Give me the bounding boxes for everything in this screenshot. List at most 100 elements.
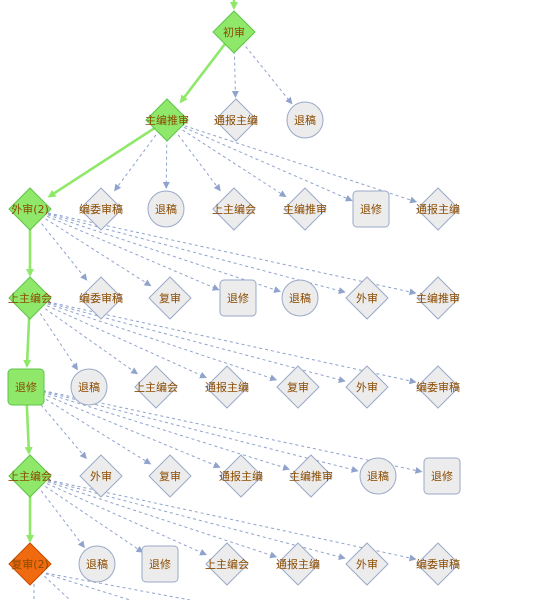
node-label: 上主编会 [212, 202, 256, 216]
node-n5d[interactable]: 复审 [276, 365, 320, 409]
node-diamond-shape [416, 187, 460, 231]
node-diamond-shape [345, 276, 389, 320]
node-n7e[interactable]: 外审 [345, 542, 389, 586]
node-diamond-shape [79, 454, 123, 498]
node-n5b[interactable]: 上主编会 [134, 365, 178, 409]
node-n6f[interactable]: 退修 [423, 457, 461, 495]
node-n1[interactable]: 初审 [212, 10, 256, 54]
node-label: 复审 [159, 469, 181, 483]
node-diamond-shape [212, 10, 256, 54]
node-n2[interactable]: 主编推审 [145, 98, 189, 142]
node-label: 编委审稿 [79, 291, 123, 305]
node-diamond-shape [148, 454, 192, 498]
option-edge-n4-n5e [42, 300, 346, 383]
node-n5c[interactable]: 通报主编 [205, 365, 249, 409]
node-n5a[interactable]: 退稿 [70, 368, 108, 406]
node-diamond-shape [145, 98, 189, 142]
option-edge-n6-n7e [42, 478, 346, 561]
node-diamond-shape [289, 454, 333, 498]
node-label: 复审(2) [11, 557, 49, 571]
node-n3d[interactable]: 主编推审 [283, 187, 327, 231]
node-n3b[interactable]: 退稿 [147, 190, 185, 228]
node-rect-shape [219, 279, 257, 317]
nodes-layer: 初审主编推审通报主编退稿外审(2)编委审稿退稿上主编会主编推审退修通报主编上主编… [7, 10, 461, 586]
node-n4b[interactable]: 复审 [148, 276, 192, 320]
node-rect-shape [423, 457, 461, 495]
node-n6b[interactable]: 复审 [148, 454, 192, 498]
node-label: 通报主编 [205, 380, 249, 394]
node-label: 复审 [287, 380, 309, 394]
node-n4c[interactable]: 退修 [219, 279, 257, 317]
node-n6d[interactable]: 主编推审 [289, 454, 333, 498]
node-diamond-shape [416, 365, 460, 409]
node-label: 外审 [356, 557, 378, 571]
node-label: 退修 [431, 469, 453, 483]
option-edge-n6-n7b [40, 482, 144, 553]
node-n7b[interactable]: 退修 [141, 545, 179, 583]
node-n6a[interactable]: 外审 [79, 454, 123, 498]
node-circle-shape [286, 101, 324, 139]
node-diamond-shape [345, 542, 389, 586]
node-n6e[interactable]: 退稿 [359, 457, 397, 495]
node-n2b[interactable]: 退稿 [286, 101, 324, 139]
node-label: 编委审稿 [79, 202, 123, 216]
node-label: 上主编会 [205, 557, 249, 571]
option-edge-n2-n3c [174, 129, 221, 192]
node-label: 退稿 [78, 380, 100, 394]
option-edge-offscreen [39, 571, 191, 600]
node-circle-shape [78, 545, 116, 583]
node-diamond-shape [416, 542, 460, 586]
option-edge-n3-n4e [42, 211, 346, 294]
node-label: 复审 [159, 291, 181, 305]
node-label: 通报主编 [214, 113, 258, 127]
node-n6c[interactable]: 通报主编 [219, 454, 263, 498]
node-n5e[interactable]: 外审 [345, 365, 389, 409]
node-label: 通报主编 [276, 557, 320, 571]
option-edge-n4-n5c [41, 302, 207, 379]
node-n6[interactable]: 上主编会 [8, 454, 52, 498]
option-edge-n1-n2b [241, 41, 293, 105]
node-n3c[interactable]: 上主编会 [212, 187, 256, 231]
node-n5[interactable]: 退修 [7, 368, 45, 406]
node-label: 编委审稿 [416, 557, 460, 571]
option-edge-n6-n7d [41, 479, 278, 559]
node-diamond-shape [416, 276, 460, 320]
node-n7[interactable]: 复审(2) [8, 542, 52, 586]
node-diamond-shape [134, 365, 178, 409]
option-edge-n5-n6a [32, 395, 87, 460]
node-label: 退稿 [294, 113, 316, 127]
node-n4f[interactable]: 主编推审 [416, 276, 460, 320]
flow-edge-n5-n6 [24, 398, 33, 456]
node-n2a[interactable]: 通报主编 [214, 98, 258, 142]
option-edge-n5-n6c [36, 390, 221, 469]
option-edge-n2-n3a [114, 129, 160, 192]
node-n7c[interactable]: 上主编会 [205, 542, 249, 586]
node-circle-shape [70, 368, 108, 406]
node-n4e[interactable]: 外审 [345, 276, 389, 320]
node-diamond-shape [214, 98, 258, 142]
node-n3a[interactable]: 编委审稿 [79, 187, 123, 231]
node-diamond-shape [8, 542, 52, 586]
node-n3f[interactable]: 通报主编 [416, 187, 460, 231]
node-n7a[interactable]: 退稿 [78, 545, 116, 583]
node-n4[interactable]: 上主编会 [8, 276, 52, 320]
node-n4d[interactable]: 退稿 [281, 279, 319, 317]
node-label: 外审 [356, 380, 378, 394]
node-n7d[interactable]: 通报主编 [276, 542, 320, 586]
node-n3e[interactable]: 退修 [352, 190, 390, 228]
node-diamond-shape [205, 365, 249, 409]
node-n7f[interactable]: 编委审稿 [416, 542, 460, 586]
node-circle-shape [147, 190, 185, 228]
option-edge-n3-n4f [42, 211, 417, 296]
option-edge-n3-n4b [40, 215, 152, 287]
node-label: 外审 [356, 291, 378, 305]
node-label: 退稿 [155, 202, 177, 216]
option-edge-n4-n5d [41, 301, 278, 382]
node-diamond-shape [8, 276, 52, 320]
node-n3[interactable]: 外审(2) [8, 187, 52, 231]
node-diamond-shape [212, 187, 256, 231]
node-n4a[interactable]: 编委审稿 [79, 276, 123, 320]
node-n5f[interactable]: 编委审稿 [416, 365, 460, 409]
node-label: 初审 [223, 25, 245, 39]
